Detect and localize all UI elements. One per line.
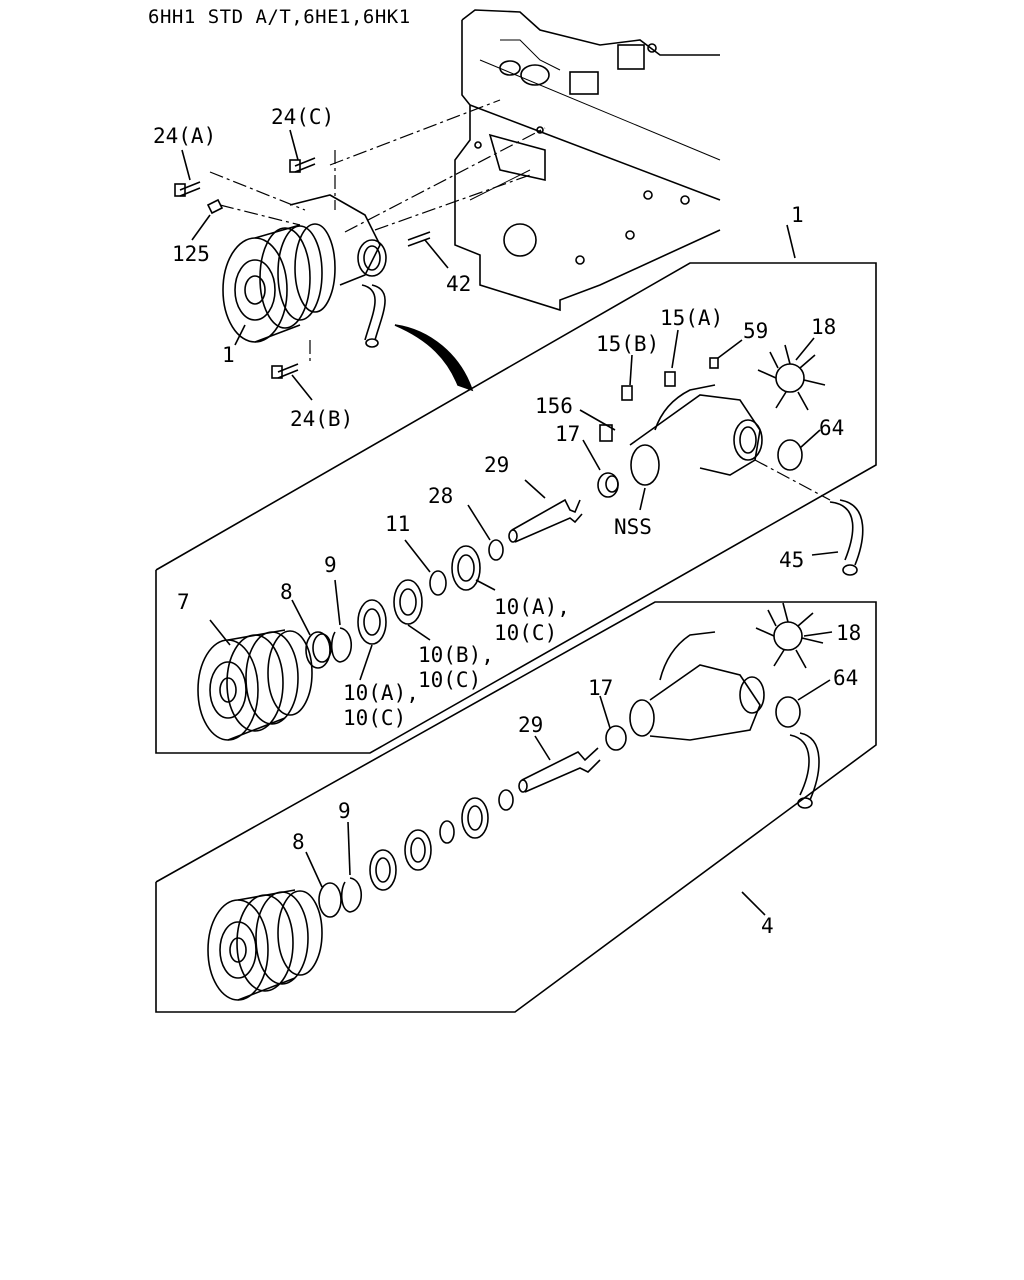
label-59: 59 [743, 319, 769, 343]
label-1-callout: 1 [791, 203, 804, 227]
label-28: 28 [428, 484, 454, 508]
group-box-4 [155, 601, 877, 1013]
label-10a-10c-left-1: 10(A), [343, 681, 419, 705]
label-1-top: 1 [222, 343, 235, 367]
label-64-bot: 64 [833, 666, 859, 690]
label-24c: 24(C) [271, 105, 335, 129]
label-15a: 15(A) [660, 306, 724, 330]
leader [786, 224, 796, 259]
label-10a-10c-right-2: 10(C) [494, 621, 558, 645]
label-11: 11 [385, 512, 411, 536]
label-9-top: 9 [324, 553, 337, 577]
label-4: 4 [761, 914, 774, 938]
label-42: 42 [446, 272, 472, 296]
label-9-bot: 9 [338, 799, 351, 823]
label-29-top: 29 [484, 453, 510, 477]
label-45: 45 [779, 548, 805, 572]
label-8-bot: 8 [292, 830, 305, 854]
label-18-bot: 18 [836, 621, 862, 645]
label-10b-10c-1: 10(B), [418, 643, 494, 667]
label-10a-10c-right-1: 10(A), [494, 595, 570, 619]
label-10b-10c-2: 10(C) [418, 668, 482, 692]
upper-exploded-parts [197, 344, 864, 741]
label-8-top: 8 [280, 580, 293, 604]
engine-block [454, 9, 721, 312]
label-125: 125 [172, 242, 210, 266]
label-17-top: 17 [555, 422, 581, 446]
label-18-top: 18 [811, 315, 837, 339]
label-nss: NSS [614, 515, 652, 539]
label-17-bot: 17 [588, 676, 614, 700]
transition-arrow [394, 324, 474, 392]
diagram-title: 6HH1 STD A/T,6HE1,6HK1 [148, 6, 411, 28]
top-water-pump-assembly [174, 157, 431, 379]
lower-exploded-parts [207, 602, 824, 1001]
label-24a: 24(A) [153, 124, 217, 148]
label-156: 156 [535, 394, 573, 418]
label-7: 7 [177, 590, 190, 614]
label-24b: 24(B) [290, 407, 354, 431]
label-29-bot: 29 [518, 713, 544, 737]
group-box-1 [155, 262, 877, 754]
label-10a-10c-left-2: 10(C) [343, 706, 407, 730]
label-64-top: 64 [819, 416, 845, 440]
label-15b: 15(B) [596, 332, 660, 356]
